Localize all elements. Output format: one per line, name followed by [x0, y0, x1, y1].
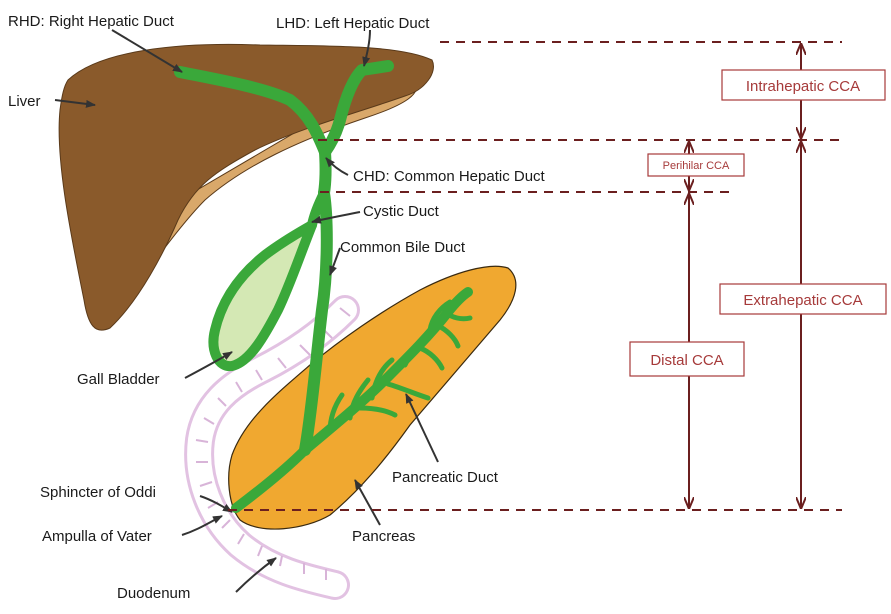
label-pancreas: Pancreas [352, 528, 415, 545]
label-gall-bladder: Gall Bladder [77, 371, 160, 388]
label-chd: CHD: Common Hepatic Duct [353, 168, 546, 185]
label-duodenum: Duodenum [117, 585, 190, 602]
label-lhd: LHD: Left Hepatic Duct [276, 15, 430, 32]
label-cystic-duct: Cystic Duct [363, 203, 440, 220]
pancreas-pointer [355, 480, 380, 525]
extrahepatic-label: Extrahepatic CCA [743, 292, 862, 309]
distal-label: Distal CCA [650, 352, 723, 369]
label-common-bile-duct: Common Bile Duct [340, 239, 466, 256]
label-ampulla-of-vater: Ampulla of Vater [42, 528, 152, 545]
label-sphincter-of-oddi: Sphincter of Oddi [40, 484, 156, 501]
label-liver: Liver [8, 93, 41, 110]
label-rhd: RHD: Right Hepatic Duct [8, 13, 175, 30]
label-pancreatic-duct: Pancreatic Duct [392, 469, 499, 486]
common-hepatic-duct [324, 152, 326, 193]
perihilar-label: Perihilar CCA [663, 160, 730, 172]
intrahepatic-label: Intrahepatic CCA [746, 78, 860, 95]
